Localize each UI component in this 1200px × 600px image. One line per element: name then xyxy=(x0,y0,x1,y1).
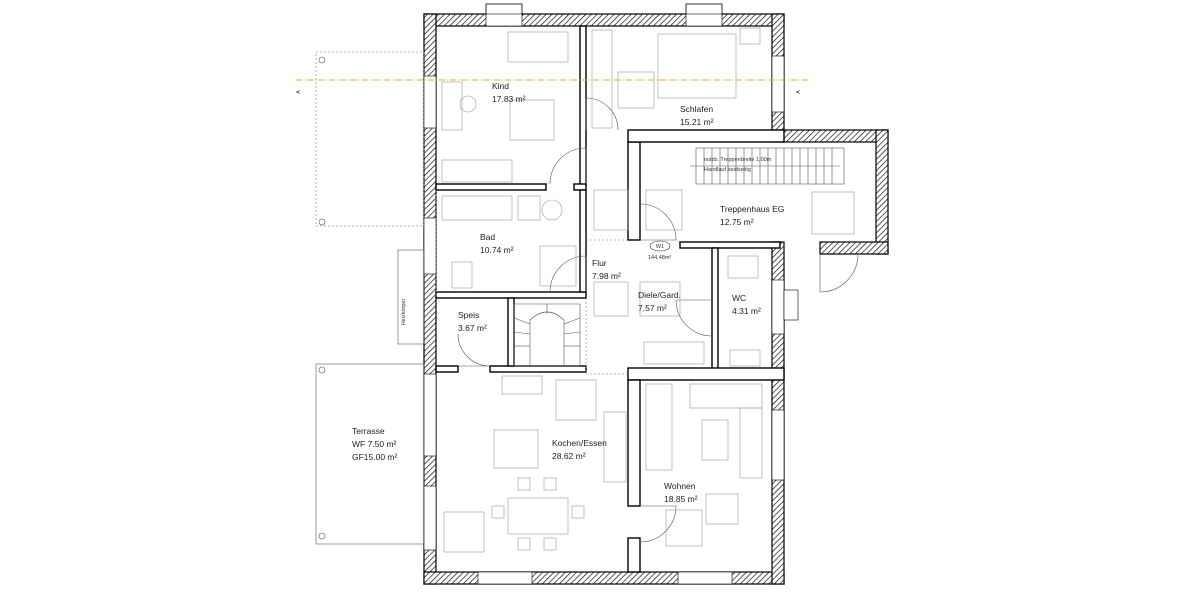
side-element: Heizkörper xyxy=(397,249,425,345)
room-name-wohnen: Wohnen xyxy=(664,481,696,491)
room-name-bad: Bad xyxy=(480,232,495,242)
stair-note-line1: nutzb. Treppenbreite 1,00m xyxy=(704,157,772,163)
room-name-speis: Speis xyxy=(458,310,479,320)
side-label: Heizkörper xyxy=(401,299,407,326)
room-area-flur: 7.98 m² xyxy=(592,271,621,281)
terrasse-name: Terrasse xyxy=(352,426,385,436)
room-area-bad: 10.74 m² xyxy=(480,245,514,255)
interior-walls xyxy=(435,25,785,573)
room-area-speis: 3.67 m² xyxy=(458,323,487,333)
section-marker-right: A xyxy=(796,90,802,94)
room-area-wc: 4.31 m² xyxy=(732,306,761,316)
doors xyxy=(457,97,859,543)
room-area-kind: 17.83 m² xyxy=(492,94,526,104)
staircase xyxy=(513,147,845,367)
furniture xyxy=(441,27,855,553)
room-name-diele: Diele/Gard. xyxy=(638,290,681,300)
room-area-wohnen: 18.85 m² xyxy=(664,494,698,504)
room-area-diele: 7.57 m² xyxy=(638,303,667,313)
stair-note-line2: Handlauf beidseitig xyxy=(704,167,751,173)
terrasse-wf: WF 7.50 m² xyxy=(352,439,397,449)
room-area-schlafen: 15.21 m² xyxy=(680,117,714,127)
dashed-lines xyxy=(315,51,628,375)
window-tag: W1 144,48m² xyxy=(648,240,671,261)
window-tag-height: 144,48m² xyxy=(648,255,671,261)
room-name-flur: Flur xyxy=(592,258,607,268)
window-tag-code: W1 xyxy=(656,244,664,250)
room-name-kochen: Kochen/Essen xyxy=(552,438,607,448)
terrasse-gf: GF15.00 m² xyxy=(352,452,398,462)
room-area-kochen: 28.62 m² xyxy=(552,451,586,461)
room-area-treppenhaus: 12.75 m² xyxy=(720,217,754,227)
stair-note: nutzb. Treppenbreite 1,00m Handlauf beid… xyxy=(704,157,772,173)
terrasse xyxy=(315,56,425,545)
room-name-wc: WC xyxy=(732,293,746,303)
room-name-treppenhaus: Treppenhaus EG xyxy=(720,204,784,214)
room-name-schlafen: Schlafen xyxy=(680,104,713,114)
windows xyxy=(423,3,799,585)
room-name-kind: Kind xyxy=(492,81,509,91)
room-labels: Kind 17.83 m² Schlafen 15.21 m² Treppenh… xyxy=(352,81,784,504)
section-marker-left: A xyxy=(296,90,302,94)
section-line: A A xyxy=(296,79,810,94)
